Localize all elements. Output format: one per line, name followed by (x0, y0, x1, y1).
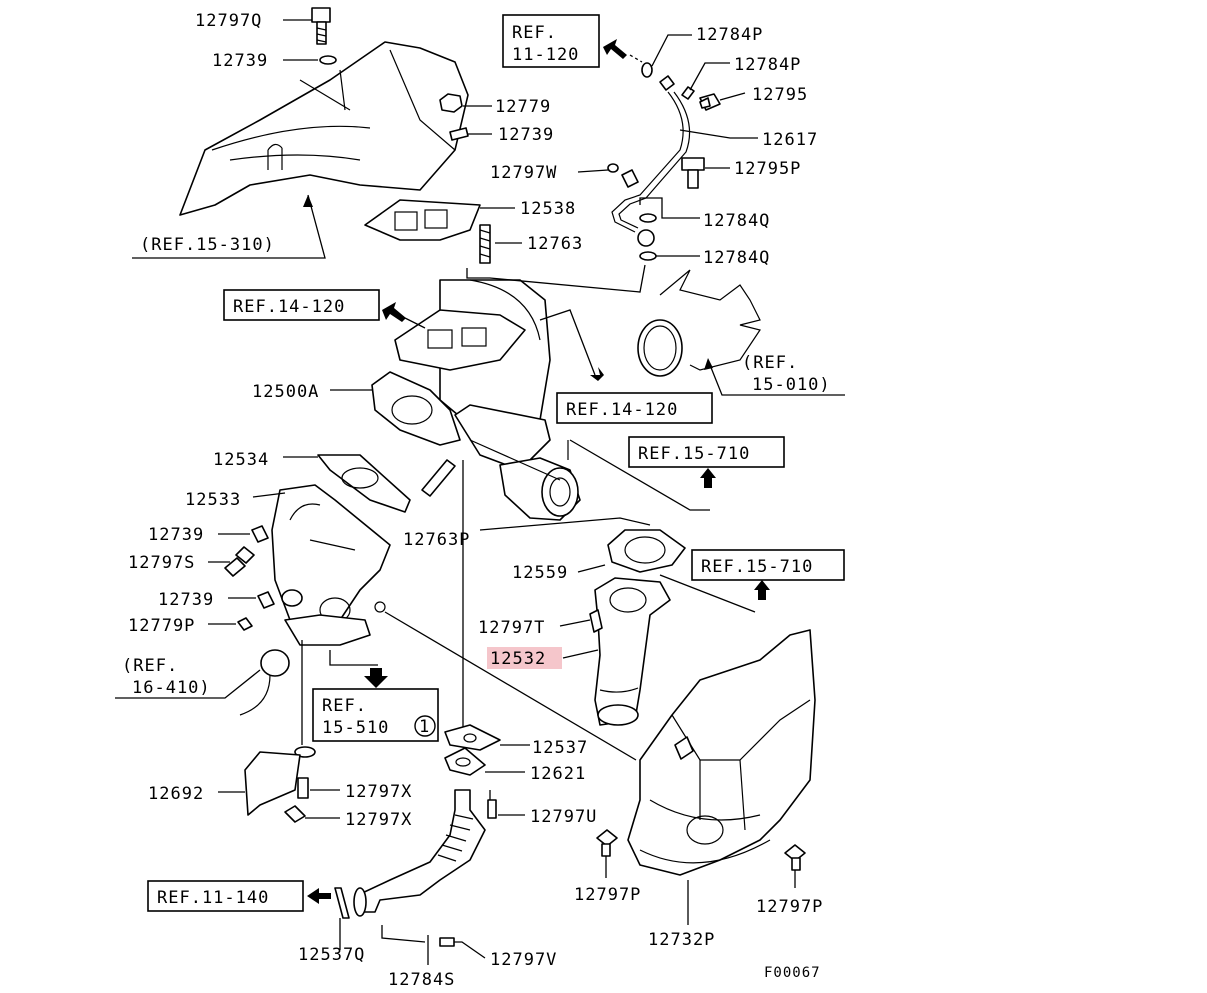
label-12534: 12534 (213, 450, 269, 470)
gasket-12534: 12534 (213, 450, 411, 513)
stud-12763: 12763 (479, 224, 583, 264)
turbocharger-12500A (371, 279, 581, 521)
label-12797U: 12797U (530, 807, 597, 827)
label-12739-left-b: 12739 (158, 590, 214, 610)
ref-15-710-b-text: REF.15-710 (701, 557, 813, 577)
ref-15-710-a-text: REF.15-710 (638, 444, 750, 464)
highlight-12532 (487, 647, 562, 669)
ref-15-510: REF. 15-510 1 (312, 650, 439, 742)
bolt-12797Q: 12797Q (195, 7, 331, 45)
label-12621: 12621 (530, 764, 586, 784)
ref-15-010-line2: 15-010) (752, 375, 831, 395)
ref-14-120-left-text: REF.14-120 (233, 297, 345, 317)
label-12763P: 12763P (403, 530, 470, 550)
stud-12763P: 12763P (403, 459, 651, 730)
gasket-12538: 12538 (364, 199, 576, 241)
oil-return-pipe-12621: 12621 12797U (353, 747, 597, 917)
label-12795: 12795 (752, 85, 808, 105)
ref-15-310-text: (REF.15-310) (140, 235, 275, 255)
bracket-12692: 12692 12797X 12797X (148, 640, 412, 830)
gasket-12559: 12559 (512, 529, 686, 583)
ref-14-120-right: REF.14-120 (539, 309, 713, 424)
label-12732P: 12732P (648, 930, 715, 950)
pipe-12532: 12797T 12532 (478, 577, 671, 726)
label-12797P-b: 12797P (756, 897, 823, 917)
diagram-id: F00067 (764, 965, 821, 981)
label-12797T: 12797T (478, 618, 545, 638)
ref-11-140-text: REF.11-140 (157, 888, 269, 908)
label-12763: 12763 (527, 234, 583, 254)
label-12797X-a: 12797X (345, 782, 412, 802)
label-12739-left-a: 12739 (148, 525, 204, 545)
ref-16-410-line1: (REF. (122, 656, 178, 676)
ref-15-310: (REF.15-310) (132, 194, 326, 259)
label-12795P: 12795P (734, 159, 801, 179)
ref-15-010-line1: (REF. (742, 353, 798, 373)
bolts-12797P: 12797P 12797P (574, 829, 823, 917)
engine-block-outline (637, 269, 761, 377)
label-12559: 12559 (512, 563, 568, 583)
label-group-oil-pipe: 12784P 12784P 12795 12617 12797W 12795P … (490, 25, 818, 268)
label-12797Q: 12797Q (195, 11, 262, 31)
ref-11-120-line1: REF. (512, 23, 557, 43)
ref-16-410: (REF. 16-410) (115, 649, 290, 716)
ref-15-710-a: REF.15-710 (569, 436, 785, 511)
upper-heat-shield (179, 41, 469, 216)
label-12784P-b: 12784P (734, 55, 801, 75)
label-12797X-b: 12797X (345, 810, 412, 830)
label-12537Q: 12537Q (298, 945, 365, 965)
label-12797V: 12797V (490, 950, 557, 970)
label-12779P: 12779P (128, 616, 195, 636)
ref-14-120-right-text: REF.14-120 (566, 400, 678, 420)
nut-12779: 12779 (439, 93, 551, 117)
label-12784Q-a: 12784Q (703, 211, 770, 231)
ref-11-120-line2: 11-120 (512, 45, 579, 65)
ref-15-510-line1: REF. (322, 696, 367, 716)
label-12692: 12692 (148, 784, 204, 804)
label-12797W: 12797W (490, 163, 557, 183)
label-12797S: 12797S (128, 553, 195, 573)
label-12739-mid: 12739 (498, 125, 554, 145)
leader-heat-shield (384, 611, 637, 761)
label-12617: 12617 (762, 130, 818, 150)
ref-15-510-line2: 15-510 (322, 718, 389, 738)
elbow-12533: 12533 (185, 484, 391, 646)
lower-heat-shield-12732P: 12732P (627, 629, 816, 950)
ref-11-120: REF. 11-120 (502, 14, 643, 68)
ref-15-010: (REF. 15-010) (704, 353, 845, 396)
label-12533: 12533 (185, 490, 241, 510)
label-12538: 12538 (520, 199, 576, 219)
ref-15-510-circle: 1 (419, 717, 430, 737)
ref-15-710-b: REF.15-710 (659, 549, 845, 613)
ref-14-120-left: REF.14-120 (223, 289, 426, 329)
label-12784P-a: 12784P (696, 25, 763, 45)
label-12784S: 12784S (388, 970, 455, 990)
label-12500A: 12500A (252, 382, 319, 402)
gasket-12537: 12537 (444, 724, 588, 758)
label-12797P-a: 12797P (574, 885, 641, 905)
label-12784Q-b: 12784Q (703, 248, 770, 268)
ref-11-140: REF.11-140 12537Q 12784S 12797V (147, 880, 557, 990)
label-12739-top: 12739 (212, 51, 268, 71)
label-12779: 12779 (495, 97, 551, 117)
label-12532: 12532 (490, 649, 546, 669)
leader-12784Q-turbo (466, 264, 646, 293)
label-12537: 12537 (532, 738, 588, 758)
small-parts-left: 12739 12797S 12739 12779P (128, 525, 275, 636)
washer-12739-top: 12739 (212, 51, 337, 71)
oil-feed-pipe-12617 (607, 62, 691, 261)
ref-16-410-line2: 16-410) (132, 678, 211, 698)
washer-12739-mid: 12739 (449, 125, 554, 145)
